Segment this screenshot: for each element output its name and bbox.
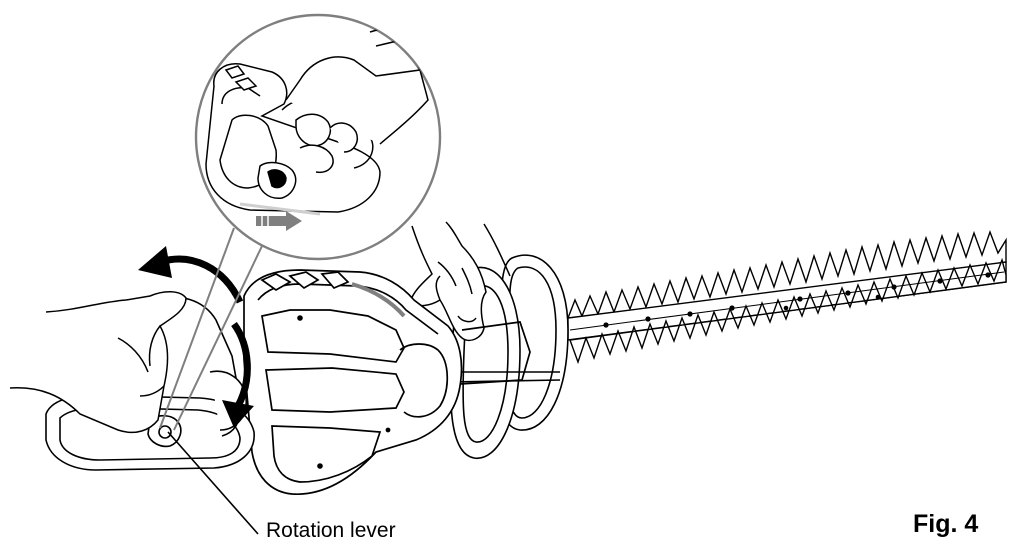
detail-magnifier xyxy=(194,13,442,261)
cutter-blade xyxy=(567,229,1007,365)
motor-housing xyxy=(243,269,531,495)
magnifier-connector-left xyxy=(159,227,235,429)
front-hand xyxy=(409,221,511,342)
figure-number: Fig. 4 xyxy=(913,510,979,538)
curved-arrow-icon xyxy=(138,246,254,428)
rotation-lever-label: Rotation lever xyxy=(266,519,396,542)
right-arrow-icon xyxy=(256,211,302,231)
magnifier-connector-right xyxy=(173,245,263,431)
callout-line xyxy=(167,431,259,535)
rear-hand xyxy=(9,291,187,434)
